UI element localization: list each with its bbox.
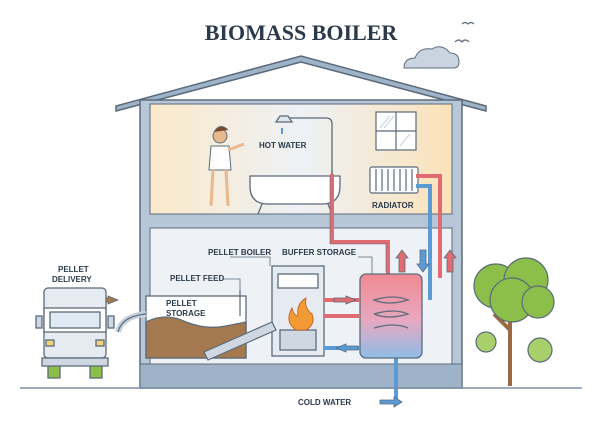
- pellet-boiler-label: PELLET BOILER: [208, 248, 271, 257]
- pellet-storage-label-line2: STORAGE: [166, 309, 206, 318]
- buffer-storage-tank: [359, 273, 423, 359]
- tree-icon: [473, 257, 555, 386]
- leader-lines: [222, 256, 373, 291]
- page-title: BIOMASS BOILER: [205, 20, 399, 45]
- pellet-boiler: [271, 265, 325, 357]
- hot-water-label: HOT WATER: [259, 141, 307, 150]
- shower-icon: [274, 115, 333, 176]
- delivery-hose: [115, 311, 147, 333]
- radiator-label: RADIATOR: [372, 201, 414, 210]
- woman-figure: [208, 126, 245, 207]
- pellet-feed-label: PELLET FEED: [170, 274, 224, 283]
- pipe-outline: [329, 176, 387, 272]
- buffer-storage-label: BUFFER STORAGE: [282, 248, 357, 257]
- pellet-feed-auger: [203, 290, 277, 361]
- flame-icon: [288, 297, 314, 331]
- cloud-icon: [403, 46, 460, 69]
- cold-water-pipes: [394, 184, 432, 404]
- pellet-storage-label-line1: PELLET: [166, 299, 197, 308]
- window-icon: [375, 111, 417, 151]
- hot-water-pipes: [330, 174, 442, 278]
- arrow-icon: [97, 249, 457, 408]
- bathtub-icon: [249, 170, 341, 215]
- truck-icon: [35, 287, 115, 379]
- radiator-icon: [369, 166, 419, 194]
- bird-icon: [454, 21, 475, 43]
- house-roof: [115, 55, 487, 112]
- pellet-delivery-label-line1: PELLET: [58, 265, 89, 274]
- cold-water-label: COLD WATER: [298, 398, 351, 407]
- pellet-delivery-label-line2: DELIVERY: [52, 275, 92, 284]
- house-foundation: [139, 363, 463, 389]
